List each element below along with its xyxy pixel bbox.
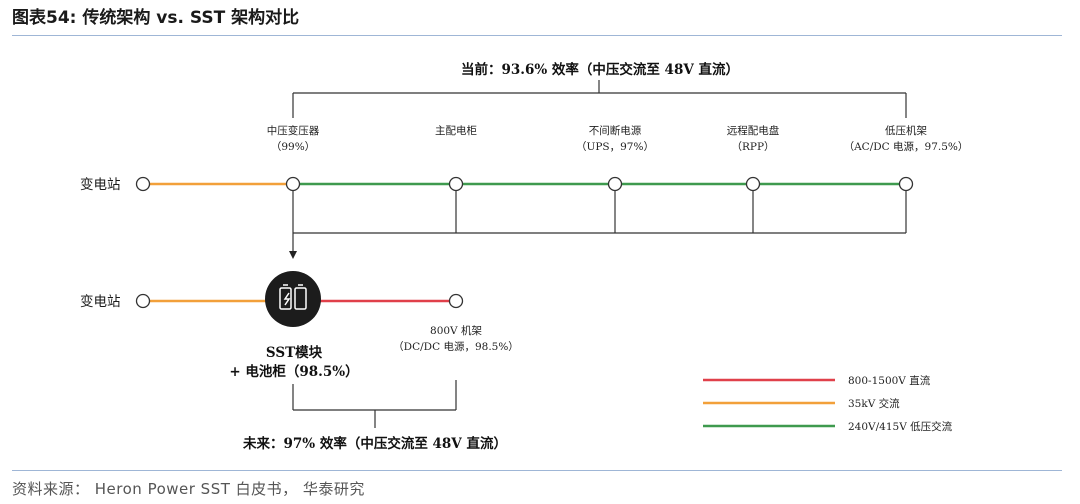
down-arrow xyxy=(289,251,297,259)
node-detail-lv-rack: （AC/DC 电源，97.5%） xyxy=(844,140,969,153)
source-note: 资料来源： Heron Power SST 白皮书， 华泰研究 xyxy=(12,478,365,499)
node-substation-current xyxy=(135,176,151,192)
node-main-switchboard xyxy=(448,176,464,192)
sst-label-line1: SST模块 xyxy=(266,344,323,361)
node-800v-rack xyxy=(448,293,464,309)
sst-battery-icon xyxy=(279,284,307,310)
node-label-rpp: 远程配电盘 xyxy=(727,124,780,137)
rack-label-800v: 800V 机架 xyxy=(430,324,482,337)
node-mv-transformer xyxy=(285,176,301,192)
node-substation-future xyxy=(135,293,151,309)
legend: 800-1500V 直流 35kV 交流 240V/415V 低压交流 xyxy=(703,374,953,433)
figure-title: 图表54: 传统架构 vs. SST 架构对比 xyxy=(12,8,300,28)
source-text: 资料来源： Heron Power SST 白皮书， 华泰研究 xyxy=(12,480,365,498)
substation-label-current: 变电站 xyxy=(80,177,121,193)
node-label-main-switchboard: 主配电柜 xyxy=(435,124,477,137)
node-lv-rack xyxy=(898,176,914,192)
footer-bracket xyxy=(292,380,457,428)
legend-label-ac-35kv: 35kV 交流 xyxy=(848,397,900,410)
legend-label-lv-ac: 240V/415V 低压交流 xyxy=(848,420,953,433)
sst-module xyxy=(265,271,321,327)
node-detail-ups: （UPS，97%） xyxy=(576,141,654,153)
node-detail-rpp: （RPP） xyxy=(731,141,774,153)
node-ups xyxy=(607,176,623,192)
rack-detail-800v: （DC/DC 电源，98.5%） xyxy=(393,340,519,353)
node-label-ups: 不间断电源 xyxy=(589,124,642,137)
title-divider xyxy=(12,35,1062,36)
node-detail-mv-transformer: （99%） xyxy=(271,141,315,153)
source-divider xyxy=(12,470,1062,471)
current-efficiency-header: 当前：93.6% 效率（中压交流至 48V 直流） xyxy=(461,61,739,78)
header-bracket xyxy=(292,80,907,118)
legend-label-hv-dc: 800-1500V 直流 xyxy=(848,374,931,387)
sst-label-line2: + 电池柜（98.5%） xyxy=(229,363,358,380)
node-label-lv-rack: 低压机架 xyxy=(885,124,927,137)
substation-label-future: 变电站 xyxy=(80,294,121,310)
node-label-mv-transformer: 中压变压器 xyxy=(267,124,320,137)
node-rpp xyxy=(745,176,761,192)
future-efficiency-footer: 未来：97% 效率（中压交流至 48V 直流） xyxy=(243,435,507,452)
drop-bracket xyxy=(292,190,907,251)
